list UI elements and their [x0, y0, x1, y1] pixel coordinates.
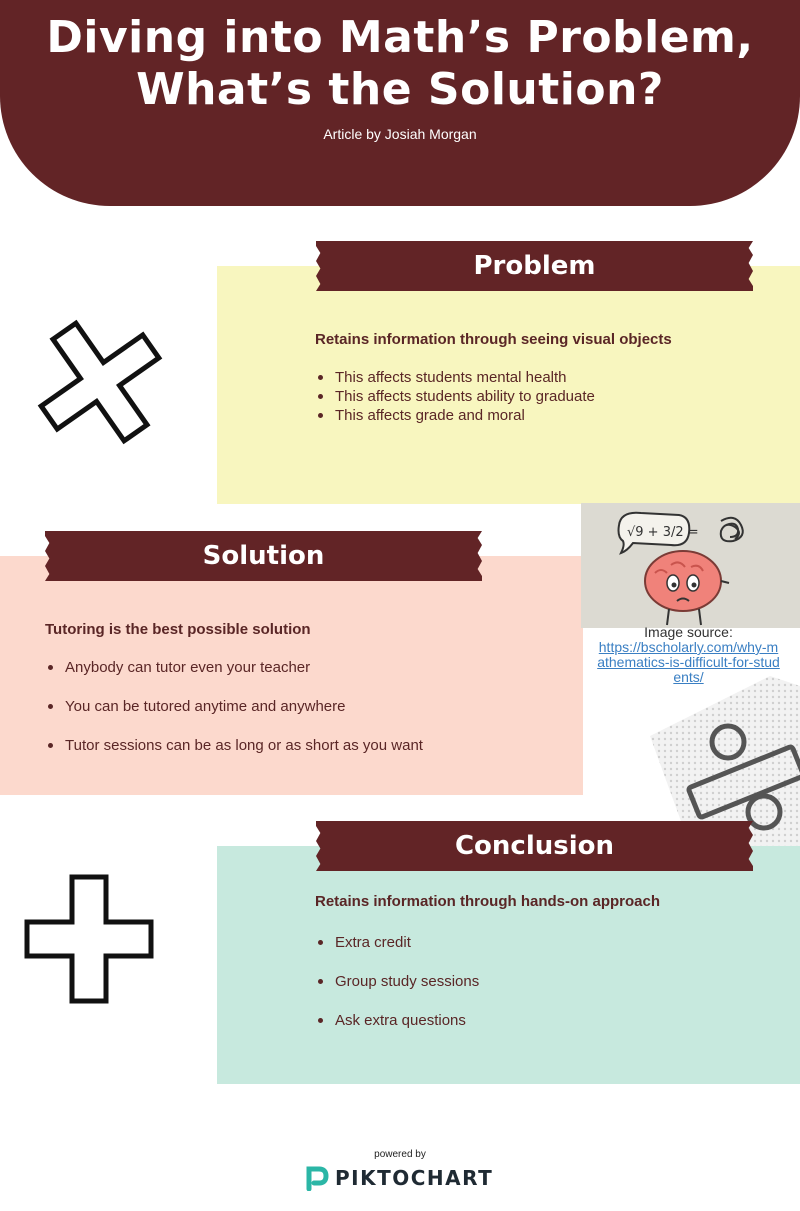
piktochart-brand-text: PIKTOCHART — [335, 1166, 494, 1190]
list-item: Anybody can tutor even your teacher — [45, 658, 423, 677]
page-title-line-2: What’s the Solution? — [136, 64, 664, 115]
image-credit-label: Image source: — [644, 624, 733, 640]
percent-icon — [650, 676, 800, 846]
list-item: Extra credit — [315, 933, 479, 952]
conclusion-heading: Retains information through hands-on app… — [315, 893, 660, 910]
conclusion-section-title: Conclusion — [316, 821, 753, 871]
list-item: This affects students mental health — [315, 368, 595, 387]
problem-list: This affects students mental health This… — [315, 368, 595, 425]
solution-section-title: Solution — [45, 531, 482, 581]
problem-heading: Retains information through seeing visua… — [315, 331, 672, 348]
image-credit: Image source: https://bscholarly.com/why… — [596, 625, 781, 685]
solution-heading: Tutoring is the best possible solution — [45, 621, 311, 638]
scribble-icon — [719, 516, 744, 543]
conclusion-list: Extra credit Group study sessions Ask ex… — [315, 933, 479, 1050]
image-credit-link[interactable]: https://bscholarly.com/why-mathematics-i… — [597, 639, 780, 685]
conclusion-panel — [217, 846, 800, 1084]
page-title: Diving into Math’s Problem, What’s the S… — [0, 12, 800, 116]
solution-panel — [0, 556, 583, 795]
list-item: This affects grade and moral — [315, 406, 595, 425]
author-byline: Article by Josiah Morgan — [323, 126, 477, 142]
equation-text: √9 + 3/2 = — [627, 525, 699, 540]
list-item: Tutor sessions can be as long or as shor… — [45, 736, 423, 755]
piktochart-logo[interactable]: PIKTOCHART — [305, 1163, 493, 1193]
problem-panel — [217, 266, 800, 504]
brain-illustration-drawing: √9 + 3/2 = — [581, 503, 800, 628]
list-item: This affects students ability to graduat… — [315, 387, 595, 406]
list-item: Group study sessions — [315, 972, 479, 991]
brain-illustration: √9 + 3/2 = — [581, 503, 800, 628]
powered-by-label: powered by — [374, 1149, 426, 1160]
solution-list: Anybody can tutor even your teacher You … — [45, 658, 423, 775]
list-item: Ask extra questions — [315, 1011, 479, 1030]
header-banner: Diving into Math’s Problem, What’s the S… — [0, 0, 800, 206]
list-item: You can be tutored anytime and anywhere — [45, 697, 423, 716]
piktochart-logo-icon — [306, 1166, 329, 1191]
problem-section-title: Problem — [316, 241, 753, 291]
page-title-line-1: Diving into Math’s Problem, — [46, 12, 754, 63]
multiply-icon — [37, 319, 163, 445]
plus-icon — [24, 874, 154, 1004]
